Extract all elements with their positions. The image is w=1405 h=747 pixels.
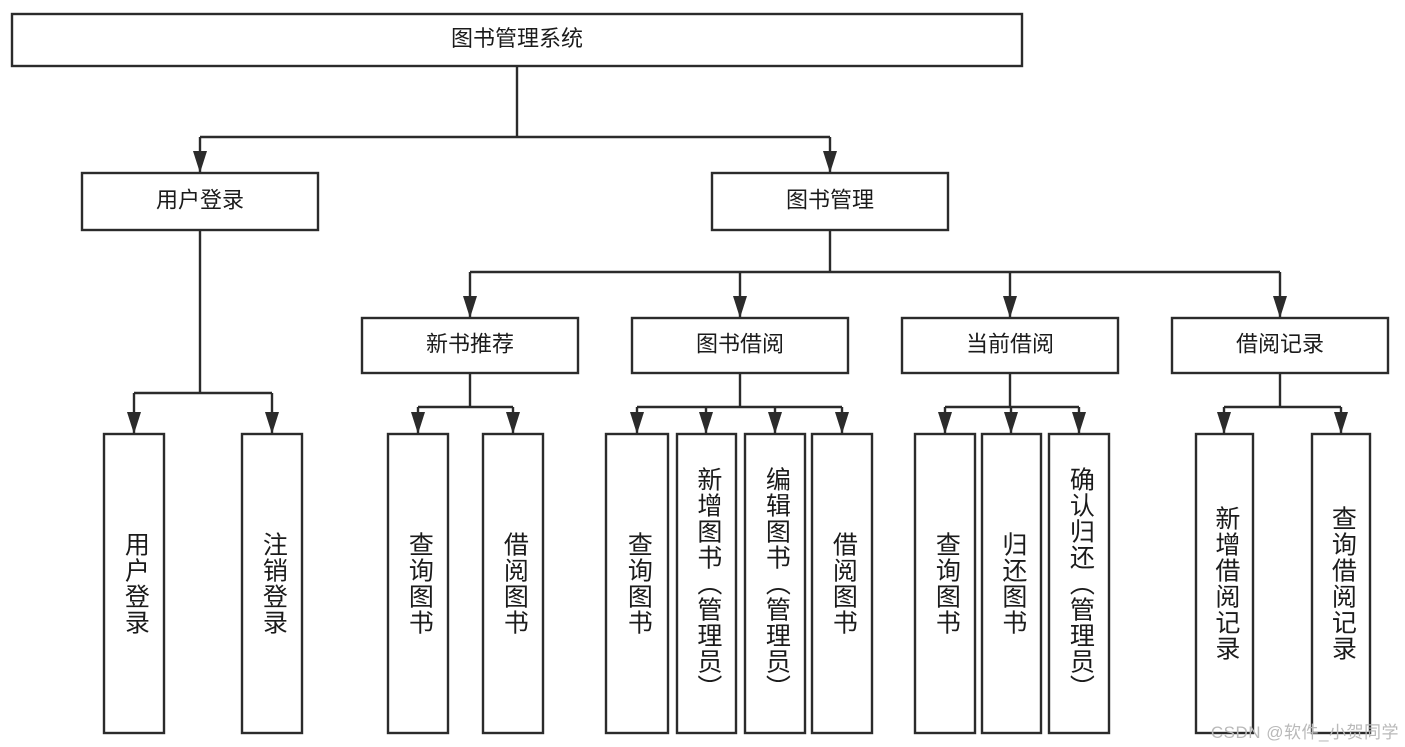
node-label-leaf-query-books-borrow: 查询图书 bbox=[624, 532, 653, 636]
arrow-head-icon bbox=[1217, 412, 1231, 434]
node-label-leaf-query-books-current: 查询图书 bbox=[932, 532, 961, 636]
arrow-head-icon bbox=[1003, 296, 1017, 318]
arrow-head-icon bbox=[1004, 412, 1018, 434]
arrow-head-icon bbox=[265, 412, 279, 434]
node-label-user-login: 用户登录 bbox=[156, 187, 244, 212]
node-label-leaf-return-book: 归还图书 bbox=[999, 532, 1028, 636]
node-root[interactable]: 图书管理系统 bbox=[10, 12, 1024, 68]
arrow-head-icon bbox=[733, 296, 747, 318]
node-box-leaf-borrow-books-recommend bbox=[481, 432, 545, 735]
node-label-leaf-user-login: 用户登录 bbox=[121, 532, 150, 636]
node-label-book-borrow: 图书借阅 bbox=[696, 331, 784, 356]
connector-record-to-leaves bbox=[1217, 373, 1348, 434]
node-leaf-borrow-books-recommend[interactable]: 借阅图书 bbox=[481, 432, 545, 735]
node-box-leaf-add-book-admin bbox=[675, 432, 738, 735]
connector-borrow-to-leaves bbox=[630, 373, 849, 434]
node-box-leaf-add-borrow-record bbox=[1194, 432, 1255, 735]
node-box-leaf-query-borrow-record bbox=[1310, 432, 1372, 735]
connector-userlogin-to-leaves bbox=[127, 230, 279, 434]
node-box-leaf-edit-book-admin bbox=[743, 432, 807, 735]
arrow-head-icon bbox=[506, 412, 520, 434]
connector-level2-to-level3 bbox=[463, 230, 1287, 318]
node-label-leaf-logout: 注销登录 bbox=[259, 532, 288, 636]
node-label-leaf-add-borrow-record: 新增借阅记录 bbox=[1212, 506, 1241, 662]
node-label-root: 图书管理系统 bbox=[451, 26, 583, 51]
arrow-head-icon bbox=[768, 412, 782, 434]
node-leaf-add-borrow-record[interactable]: 新增借阅记录 bbox=[1194, 432, 1255, 735]
node-label-current-borrow: 当前借阅 bbox=[966, 331, 1054, 356]
node-box-leaf-query-books-recommend bbox=[386, 432, 450, 735]
node-box-root bbox=[10, 12, 1024, 68]
node-leaf-edit-book-admin[interactable]: 编辑图书（管理员） bbox=[743, 432, 807, 735]
node-box-borrow-record bbox=[1170, 316, 1390, 375]
connector-root-to-level2 bbox=[193, 66, 837, 173]
node-leaf-borrow-book[interactable]: 借阅图书 bbox=[810, 432, 874, 735]
node-box-new-book-recommend bbox=[360, 316, 580, 375]
node-leaf-query-borrow-record[interactable]: 查询借阅记录 bbox=[1310, 432, 1372, 735]
node-label-leaf-query-borrow-record: 查询借阅记录 bbox=[1328, 506, 1357, 662]
arrow-head-icon bbox=[1334, 412, 1348, 434]
arrow-head-icon bbox=[1273, 296, 1287, 318]
arrow-head-icon bbox=[823, 151, 837, 173]
node-label-borrow-record: 借阅记录 bbox=[1236, 331, 1324, 356]
node-boxes: 图书管理系统用户登录图书管理新书推荐图书借阅当前借阅借阅记录用户登录注销登录查询… bbox=[10, 12, 1390, 735]
arrow-head-icon bbox=[630, 412, 644, 434]
arrow-head-icon bbox=[463, 296, 477, 318]
node-label-book-management: 图书管理 bbox=[786, 187, 874, 212]
arrow-head-icon bbox=[193, 151, 207, 173]
node-leaf-logout[interactable]: 注销登录 bbox=[240, 432, 304, 735]
node-leaf-query-books-current[interactable]: 查询图书 bbox=[913, 432, 977, 735]
node-box-leaf-query-books-borrow bbox=[604, 432, 670, 735]
node-label-leaf-add-book-admin: 新增图书（管理员） bbox=[694, 467, 723, 701]
arrow-head-icon bbox=[1072, 412, 1086, 434]
arrow-head-icon bbox=[411, 412, 425, 434]
node-leaf-query-books-borrow[interactable]: 查询图书 bbox=[604, 432, 670, 735]
node-label-leaf-edit-book-admin: 编辑图书（管理员） bbox=[762, 467, 791, 701]
connector-edges bbox=[127, 66, 1348, 434]
node-current-borrow[interactable]: 当前借阅 bbox=[900, 316, 1120, 375]
node-box-leaf-user-login bbox=[102, 432, 166, 735]
arrow-head-icon bbox=[127, 412, 141, 434]
node-box-user-login bbox=[80, 171, 320, 232]
node-leaf-user-login[interactable]: 用户登录 bbox=[102, 432, 166, 735]
arrow-head-icon bbox=[938, 412, 952, 434]
node-label-leaf-query-books-recommend: 查询图书 bbox=[405, 532, 434, 636]
node-borrow-record[interactable]: 借阅记录 bbox=[1170, 316, 1390, 375]
node-new-book-recommend[interactable]: 新书推荐 bbox=[360, 316, 580, 375]
node-leaf-return-book[interactable]: 归还图书 bbox=[980, 432, 1043, 735]
node-leaf-confirm-return-admin[interactable]: 确认归还（管理员） bbox=[1047, 432, 1111, 735]
node-book-management[interactable]: 图书管理 bbox=[710, 171, 950, 232]
node-leaf-query-books-recommend[interactable]: 查询图书 bbox=[386, 432, 450, 735]
node-label-new-book-recommend: 新书推荐 bbox=[426, 331, 514, 356]
node-box-leaf-query-books-current bbox=[913, 432, 977, 735]
connector-recommend-to-leaves bbox=[411, 373, 520, 434]
arrow-head-icon bbox=[835, 412, 849, 434]
node-box-leaf-logout bbox=[240, 432, 304, 735]
node-book-borrow[interactable]: 图书借阅 bbox=[630, 316, 850, 375]
node-label-leaf-borrow-book: 借阅图书 bbox=[829, 532, 858, 636]
node-user-login[interactable]: 用户登录 bbox=[80, 171, 320, 232]
arrow-head-icon bbox=[699, 412, 713, 434]
connector-current-to-leaves bbox=[938, 373, 1086, 434]
node-box-leaf-borrow-book bbox=[810, 432, 874, 735]
node-box-leaf-confirm-return-admin bbox=[1047, 432, 1111, 735]
node-box-book-borrow bbox=[630, 316, 850, 375]
node-leaf-add-book-admin[interactable]: 新增图书（管理员） bbox=[675, 432, 738, 735]
node-label-leaf-confirm-return-admin: 确认归还（管理员） bbox=[1066, 467, 1095, 701]
node-box-book-management bbox=[710, 171, 950, 232]
node-box-leaf-return-book bbox=[980, 432, 1043, 735]
node-label-leaf-borrow-books-recommend: 借阅图书 bbox=[500, 532, 529, 636]
node-box-current-borrow bbox=[900, 316, 1120, 375]
